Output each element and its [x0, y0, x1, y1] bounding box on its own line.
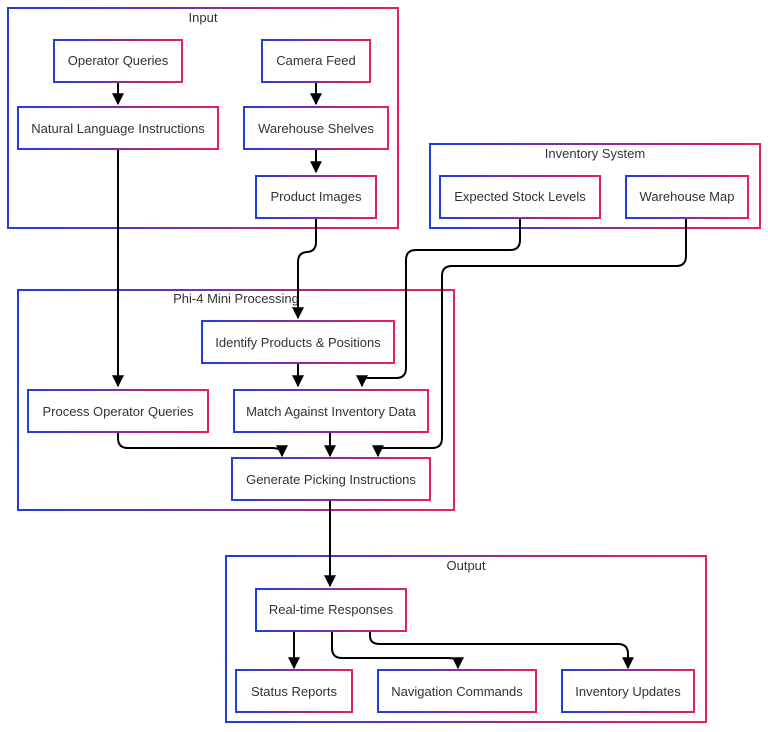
- node-warehouse-shelves: Warehouse Shelves: [243, 106, 389, 150]
- group-processing-title: Phi-4 Mini Processing: [173, 291, 299, 306]
- node-warehouse-map-label: Warehouse Map: [640, 189, 735, 204]
- node-process-queries-label: Process Operator Queries: [42, 404, 194, 419]
- node-realtime-responses-label: Real-time Responses: [269, 602, 394, 617]
- node-status-reports: Status Reports: [235, 669, 353, 713]
- node-product-images: Product Images: [255, 175, 377, 219]
- node-navigation-commands-label: Navigation Commands: [391, 684, 523, 699]
- node-warehouse-map: Warehouse Map: [625, 175, 749, 219]
- node-generate-picking-instructions: Generate Picking Instructions: [231, 457, 431, 501]
- group-inventory-system: Inventory System: [429, 143, 761, 229]
- node-camera-feed-label: Camera Feed: [276, 53, 355, 68]
- edge-realtime-to-navigation: [331, 630, 464, 670]
- edge-map-to-generate: [372, 218, 687, 458]
- node-status-reports-label: Status Reports: [251, 684, 337, 699]
- node-expected-stock-levels: Expected Stock Levels: [439, 175, 601, 219]
- node-expected-stock-label: Expected Stock Levels: [454, 189, 586, 204]
- group-input-title: Input: [189, 10, 218, 25]
- node-match-inventory-data: Match Against Inventory Data: [233, 389, 429, 433]
- group-input: Input: [7, 7, 399, 229]
- node-navigation-commands: Navigation Commands: [377, 669, 537, 713]
- node-camera-feed: Camera Feed: [261, 39, 371, 83]
- node-process-operator-queries: Process Operator Queries: [27, 389, 209, 433]
- node-natural-language-label: Natural Language Instructions: [31, 121, 205, 136]
- node-match-inventory-label: Match Against Inventory Data: [246, 404, 417, 419]
- node-identify-products: Identify Products & Positions: [201, 320, 395, 364]
- group-processing: Phi-4 Mini Processing: [17, 289, 455, 511]
- node-identify-products-label: Identify Products & Positions: [215, 335, 381, 350]
- edge-process-to-generate: [117, 432, 288, 458]
- edge-stock-to-match: [356, 218, 521, 388]
- node-product-images-label: Product Images: [270, 189, 362, 204]
- edges: [112, 82, 687, 670]
- edge-realtime-to-inventory-updates: [369, 630, 634, 670]
- node-operator-queries-label: Operator Queries: [68, 53, 169, 68]
- node-warehouse-shelves-label: Warehouse Shelves: [258, 121, 374, 136]
- group-output-title: Output: [446, 558, 485, 573]
- group-inventory-title: Inventory System: [545, 146, 645, 161]
- node-operator-queries: Operator Queries: [53, 39, 183, 83]
- group-output: Output: [225, 555, 707, 723]
- node-inventory-updates-label: Inventory Updates: [575, 684, 681, 699]
- node-realtime-responses: Real-time Responses: [255, 588, 407, 632]
- node-generate-picking-label: Generate Picking Instructions: [246, 472, 416, 487]
- node-natural-language-instructions: Natural Language Instructions: [17, 106, 219, 150]
- edge-images-to-identify: [292, 218, 317, 320]
- node-inventory-updates: Inventory Updates: [561, 669, 695, 713]
